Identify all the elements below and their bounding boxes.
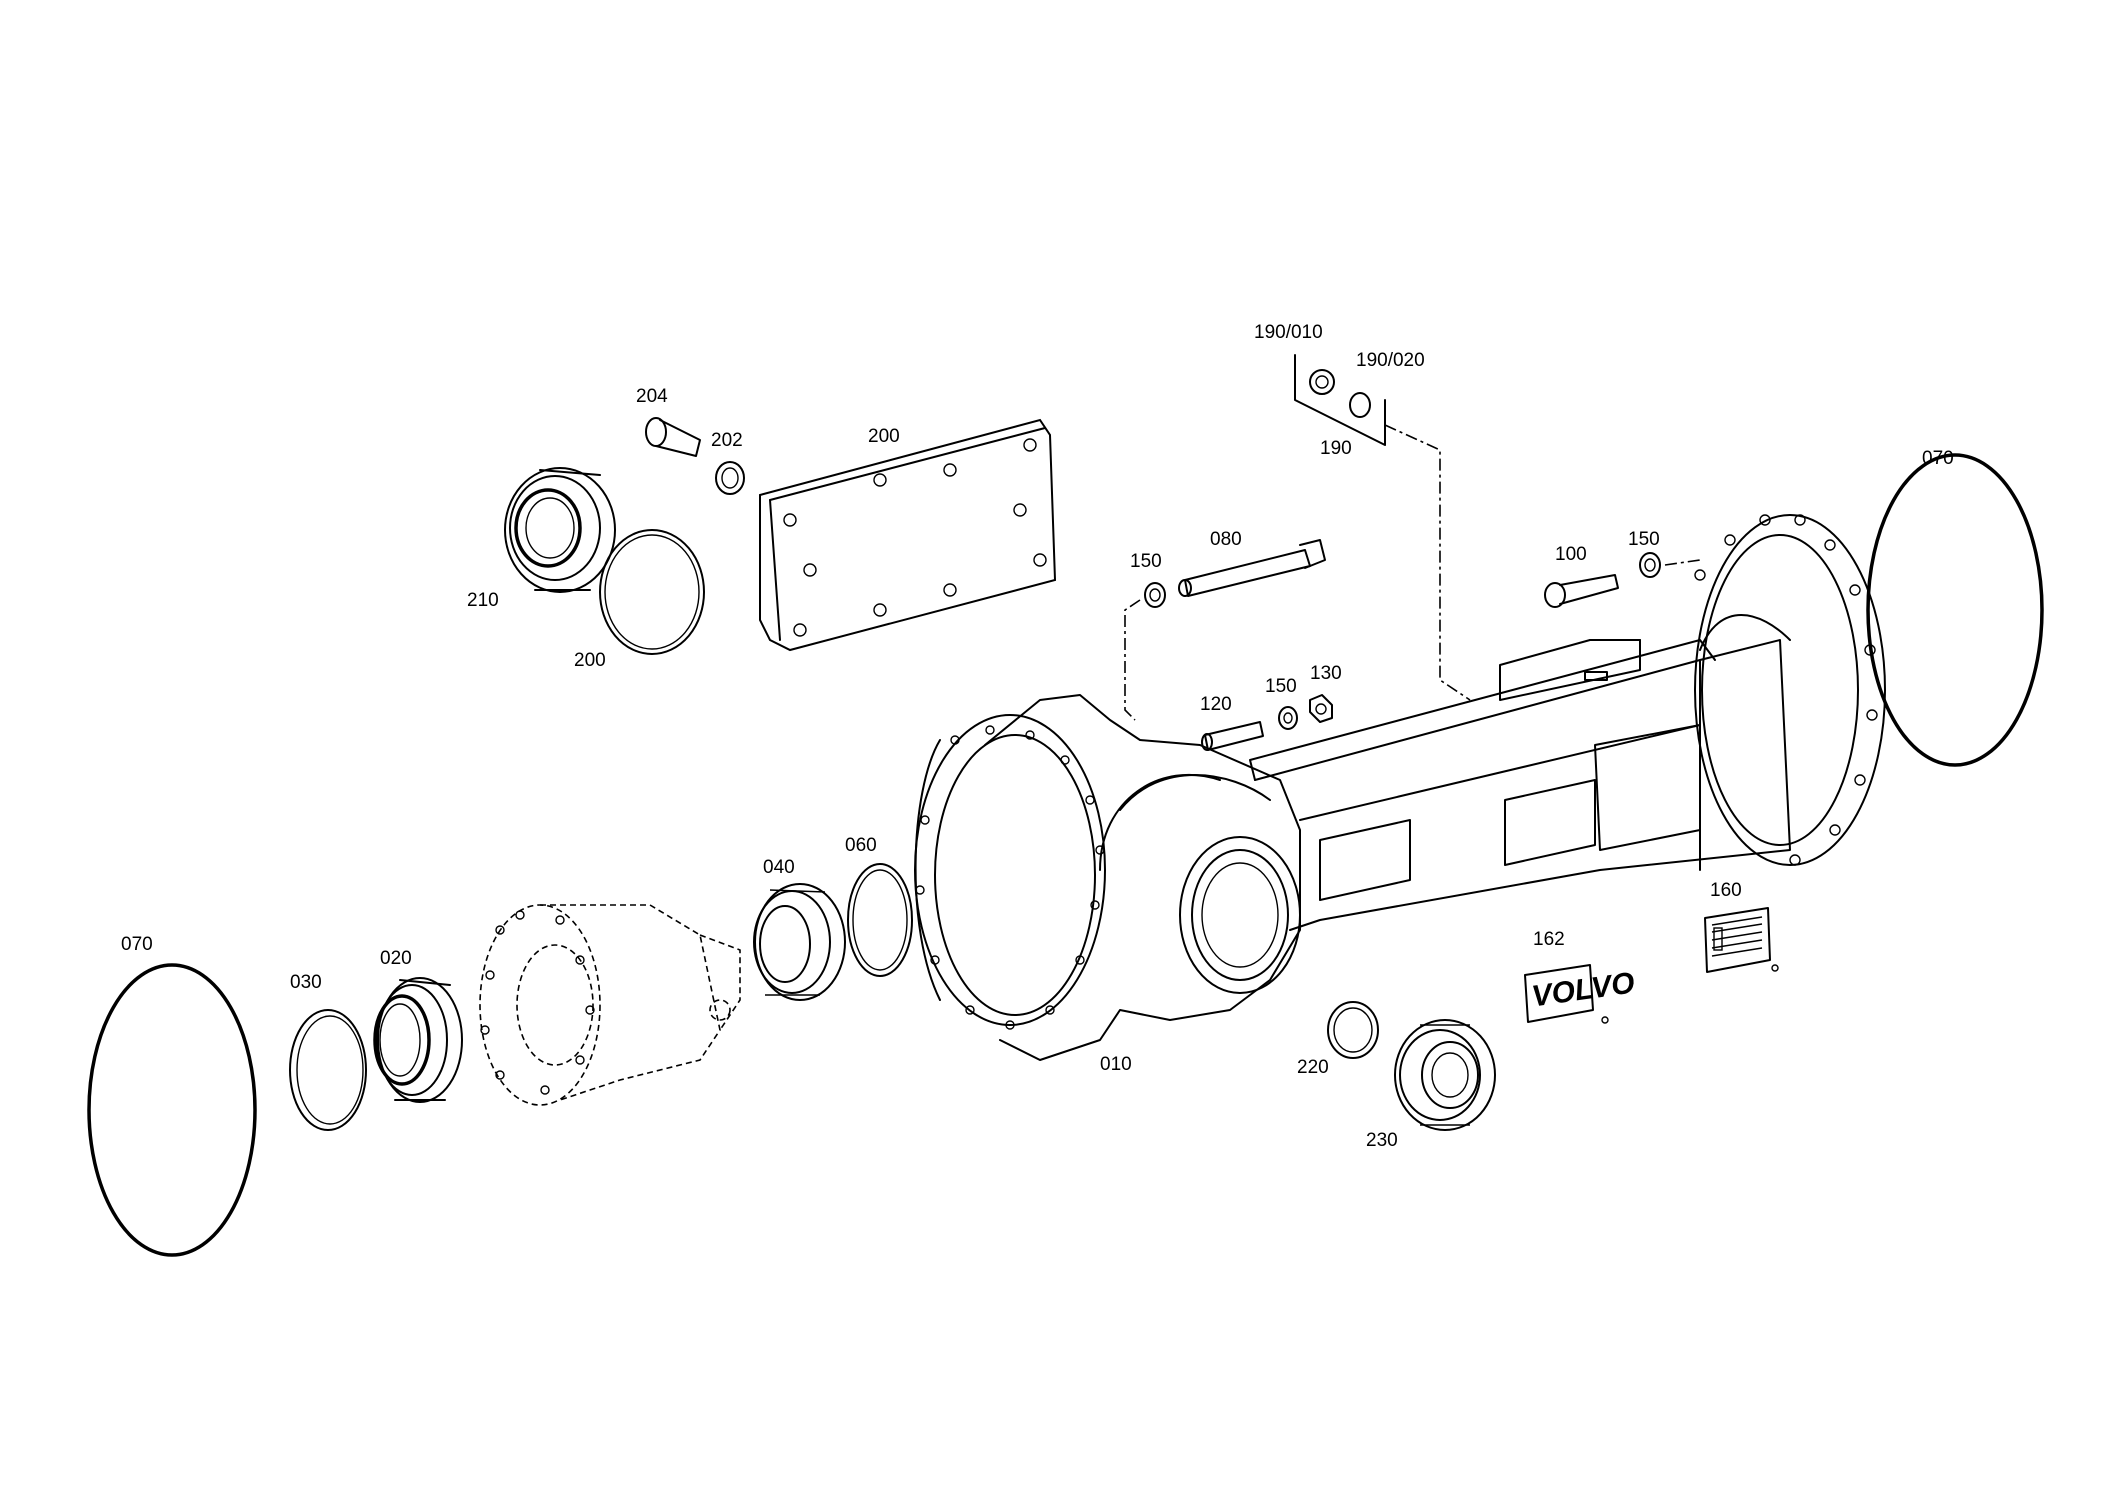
bearing-230 xyxy=(1394,1019,1496,1131)
cover-plate xyxy=(759,418,1057,652)
label-230: 230 xyxy=(1366,1130,1398,1151)
label-210: 210 xyxy=(467,590,499,611)
label-100: 100 xyxy=(1555,544,1587,565)
label-070-left: 070 xyxy=(121,934,153,955)
bearing-040 xyxy=(753,883,846,1001)
bolt-100 xyxy=(1544,574,1619,608)
label-030: 030 xyxy=(290,972,322,993)
volvo-logo-text: VOLVO xyxy=(1530,966,1637,1013)
volvo-badge-162: VOLVO xyxy=(1524,964,1637,1024)
washer-202 xyxy=(715,461,745,495)
seal-020 xyxy=(373,977,463,1103)
ring-030-inner xyxy=(296,1015,364,1125)
label-040: 040 xyxy=(763,857,795,878)
right-flange-bolt-holes xyxy=(1694,514,1878,866)
label-162: 162 xyxy=(1533,929,1565,950)
label-190-020: 190/020 xyxy=(1356,350,1425,371)
o-ring-200-inner xyxy=(604,534,700,650)
label-150-a: 150 xyxy=(1130,551,1162,572)
washer-150-mid-inner xyxy=(1283,712,1293,724)
o-ring-070-left xyxy=(87,963,257,1257)
washer-202-inner xyxy=(721,467,739,489)
label-060: 060 xyxy=(845,835,877,856)
washer-150-top xyxy=(1124,582,1166,721)
bolt-204 xyxy=(645,417,701,457)
ring-030 xyxy=(289,1009,367,1131)
label-204: 204 xyxy=(636,386,668,407)
label-150-c: 150 xyxy=(1265,676,1297,697)
ring-060 xyxy=(847,863,913,977)
label-080: 080 xyxy=(1210,529,1242,550)
label-010: 010 xyxy=(1100,1054,1132,1075)
label-070-right: 070 xyxy=(1922,448,1954,469)
stud-120 xyxy=(1201,721,1264,751)
label-130: 130 xyxy=(1310,663,1342,684)
ring-060-inner xyxy=(852,869,908,971)
axle-housing xyxy=(914,514,1886,1061)
ring-220 xyxy=(1327,1001,1379,1059)
label-150-b: 150 xyxy=(1628,529,1660,550)
washer-150-mid xyxy=(1278,706,1298,730)
label-190: 190 xyxy=(1320,438,1352,459)
washer-150-right xyxy=(1639,552,1701,578)
o-ring-200 xyxy=(599,529,705,655)
bearing-210 xyxy=(504,467,616,593)
nut-130 xyxy=(1309,694,1333,723)
ring-220-inner xyxy=(1333,1007,1373,1053)
label-202: 202 xyxy=(711,430,743,451)
label-220: 220 xyxy=(1297,1057,1329,1078)
o-ring-070-right xyxy=(1866,453,2044,767)
label-190-010: 190/010 xyxy=(1254,322,1323,343)
differential-assembly xyxy=(479,904,741,1106)
left-flange-bolt-holes xyxy=(915,725,1105,1030)
label-200-ring: 200 xyxy=(574,650,606,671)
label-120: 120 xyxy=(1200,694,1232,715)
label-200-cover: 200 xyxy=(868,426,900,447)
bolt-080 xyxy=(1178,539,1326,597)
label-160: 160 xyxy=(1710,880,1742,901)
label-020: 020 xyxy=(380,948,412,969)
type-plate-160 xyxy=(1704,907,1779,973)
breather-group-190 xyxy=(1294,354,1471,701)
